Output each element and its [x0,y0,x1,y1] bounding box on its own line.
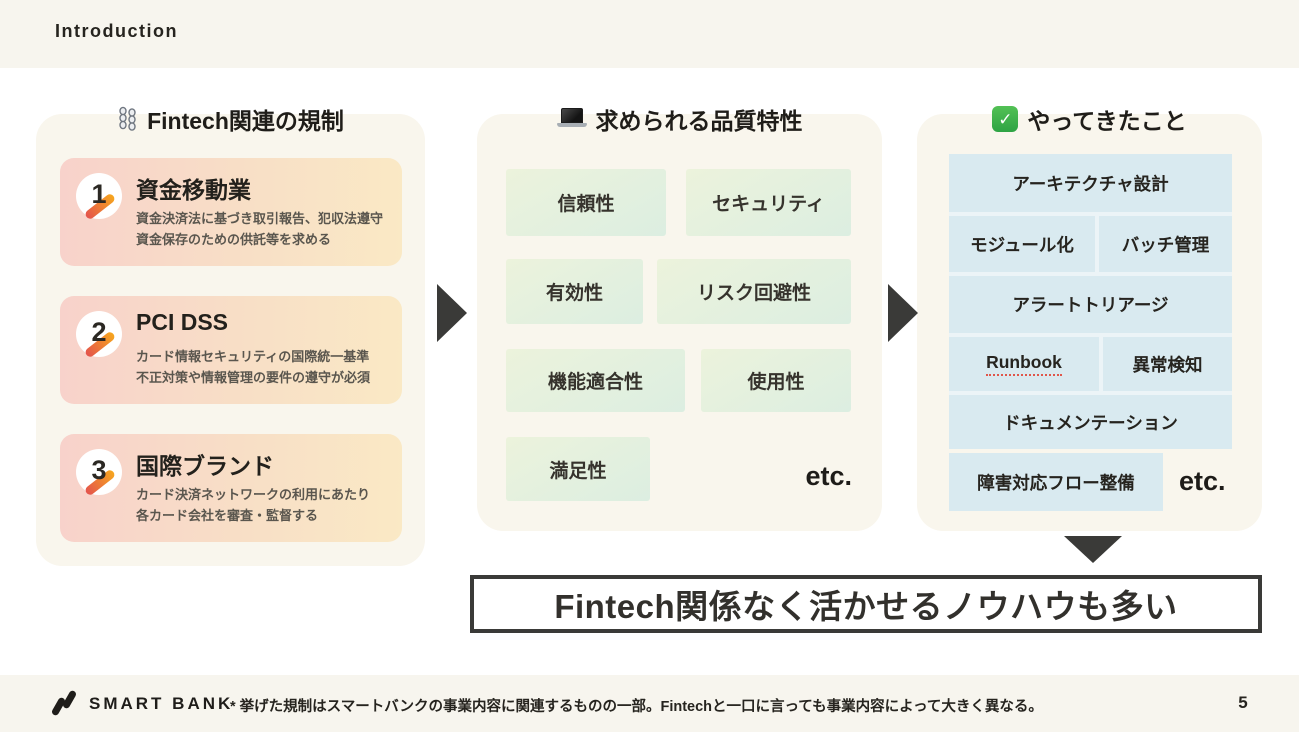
regulation-description: カード決済ネットワークの利用にあたり 各カード会社を審査・監督する [136,484,370,526]
badge-number: 2 [91,317,107,347]
top-band [0,0,1299,68]
quality-box: セキュリティ [686,169,851,236]
description-line: 資金保存のための供託等を求める [136,232,332,247]
quality-box: 機能適合性 [506,349,685,412]
achievement-box: アラートトリアージ [949,276,1232,333]
achievement-box-runbook: Runbook [949,337,1099,391]
conclusion-banner: Fintech関係なく活かせるノウハウも多い [470,575,1262,633]
quality-box: 有効性 [506,259,643,324]
regulation-title: 国際ブランド [136,453,274,479]
achievements-panel-title: やってきたこと [917,102,1262,136]
runbook-label: Runbook [986,352,1062,376]
quality-box: リスク回避性 [657,259,851,324]
page-number: 5 [1238,693,1248,712]
quality-box: 満足性 [506,437,650,501]
regulation-title: PCI DSS [136,309,229,335]
panel-title-text: やってきたこと [1027,108,1187,134]
description-line: 資金決済法に基づき取引報告、犯収法遵守 [136,211,384,226]
achievements-panel: アーキテクチャ設計 モジュール化 バッチ管理 アラートトリアージ Runbook… [917,114,1262,531]
regulations-panel: 1 資金移動業 資金決済法に基づき取引報告、犯収法遵守 資金保存のための供託等を… [36,114,425,566]
achievements-etc-label: etc. [1179,466,1226,496]
quality-box: 使用性 [701,349,851,412]
number-badge: 1 [76,173,122,221]
smartbank-logo-icon [50,689,79,718]
smartbank-logo-text: SMART BANK [89,693,234,713]
regulation-description: 資金決済法に基づき取引報告、犯収法遵守 資金保存のための供託等を求める [136,208,383,250]
description-line: 各カード会社を審査・監督する [136,508,319,523]
chains-icon [119,106,136,131]
regulations-panel-title: Fintech関連の規制 [36,102,425,136]
bottom-band [0,675,1299,732]
qualities-panel-title: 求められる品質特性 [477,102,882,136]
description-line: カード情報セキュリティの国際統一基準 [136,349,370,364]
laptop-icon [556,108,587,130]
achievement-box: 異常検知 [1103,337,1232,391]
footnote: * 挙げた規制はスマートバンクの事業内容に関連するものの一部。Fintechと一… [230,699,1043,715]
regulation-card-1: 1 資金移動業 資金決済法に基づき取引報告、犯収法遵守 資金保存のための供託等を… [60,158,402,266]
number-badge: 2 [76,311,122,359]
regulation-card-2: 2 PCI DSS カード情報セキュリティの国際統一基準 不正対策や情報管理の要… [60,296,402,404]
regulation-title: 資金移動業 [136,177,251,203]
regulation-card-3: 3 国際ブランド カード決済ネットワークの利用にあたり 各カード会社を審査・監督… [60,434,402,542]
achievement-box: ドキュメンテーション [949,395,1232,449]
achievement-box: 障害対応フロー整備 [949,453,1163,511]
flow-arrow-right-icon [888,284,918,342]
achievement-box: バッチ管理 [1099,216,1232,272]
check-mark-icon [992,106,1019,132]
panel-title-text: 求められる品質特性 [595,108,803,134]
achievement-box: モジュール化 [949,216,1095,272]
achievement-box: アーキテクチャ設計 [949,154,1232,212]
quality-box: 信頼性 [506,169,666,236]
flow-arrow-right-icon [437,284,467,342]
description-line: カード決済ネットワークの利用にあたり [136,487,371,502]
badge-number: 3 [91,455,107,485]
panel-title-text: Fintech関連の規制 [147,108,344,134]
qualities-etc-label: etc. [805,461,852,491]
qualities-panel: 信頼性 セキュリティ 有効性 リスク回避性 機能適合性 使用性 満足性 etc. [477,114,882,531]
regulation-description: カード情報セキュリティの国際統一基準 不正対策や情報管理の要件の遵守が必須 [136,346,370,388]
slide-section-label: Introduction [55,21,178,41]
badge-number: 1 [91,179,107,209]
smartbank-logo: SMART BANK [50,689,234,718]
number-badge: 3 [76,449,122,497]
flow-arrow-down-icon [1064,536,1122,563]
description-line: 不正対策や情報管理の要件の遵守が必須 [136,370,371,385]
